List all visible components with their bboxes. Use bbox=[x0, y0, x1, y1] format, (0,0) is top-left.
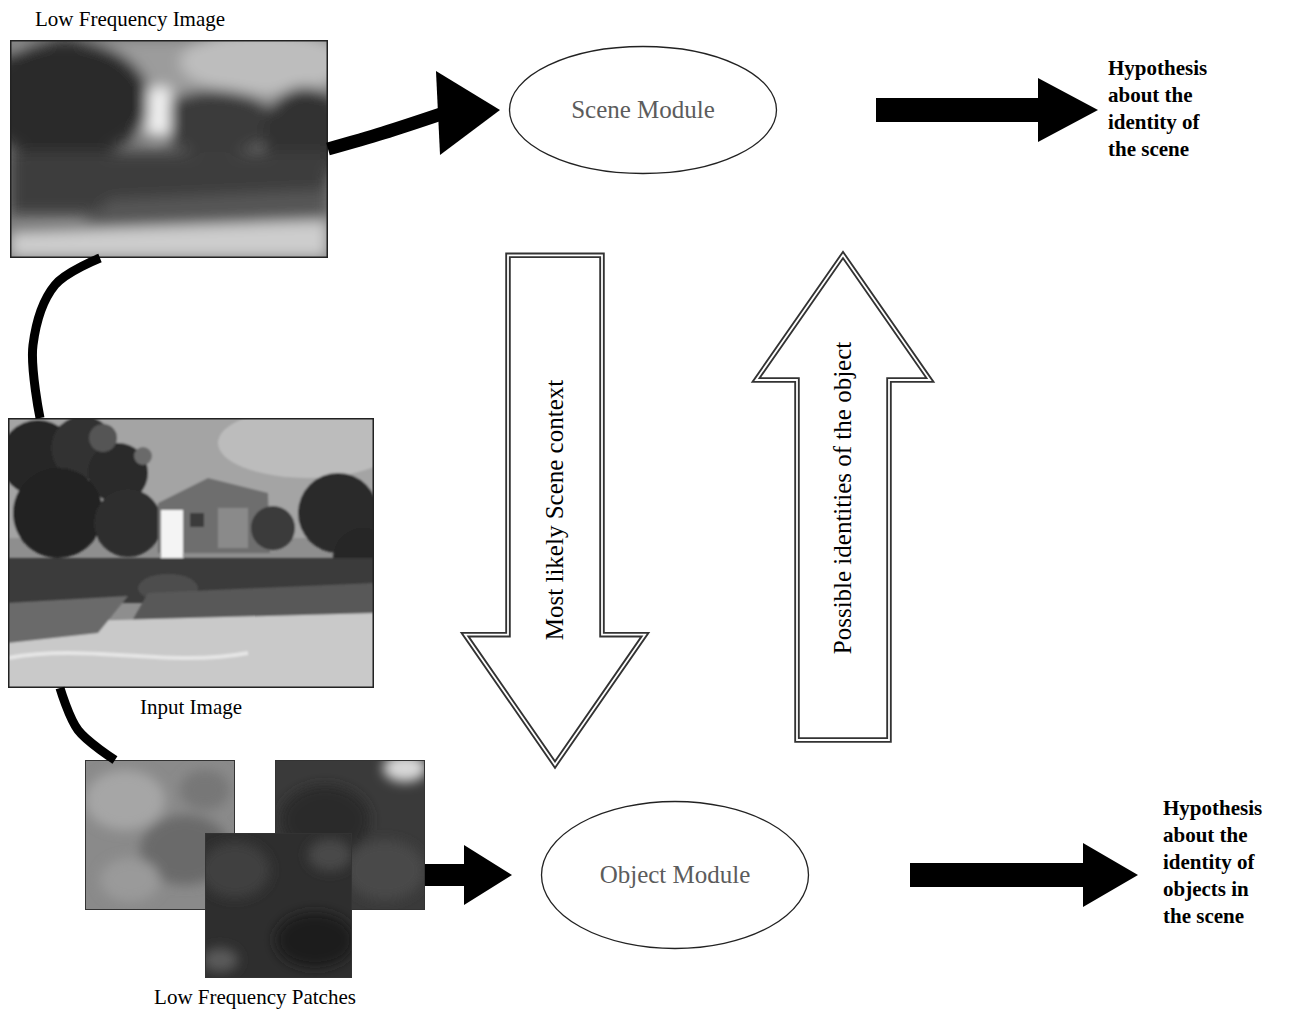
connector-curve bbox=[32, 258, 100, 418]
connector bbox=[756, 255, 930, 740]
photo-detail bbox=[251, 506, 295, 550]
input-photo bbox=[8, 418, 374, 688]
photo-detail bbox=[206, 834, 352, 978]
photo-detail bbox=[161, 510, 183, 565]
photo-detail bbox=[180, 40, 328, 94]
photo-detail bbox=[308, 839, 352, 871]
module-ellipse: Object Module bbox=[540, 800, 810, 950]
low-frequency-photo bbox=[10, 40, 328, 258]
photo-detail bbox=[89, 424, 117, 452]
connector-line bbox=[328, 113, 444, 149]
arrow-head bbox=[436, 71, 500, 155]
connector bbox=[910, 843, 1138, 907]
image-node: Input Image bbox=[8, 418, 374, 688]
hollow-arrow bbox=[465, 255, 645, 764]
image-node: Low Frequency Patches bbox=[85, 760, 425, 978]
connector bbox=[328, 71, 500, 155]
photo-detail bbox=[85, 770, 165, 830]
ellipse-shape bbox=[510, 47, 777, 174]
arrow-label: Possible identities of the object bbox=[829, 339, 857, 655]
photo-detail bbox=[190, 513, 204, 527]
low-frequency-patches bbox=[85, 760, 425, 978]
photo-detail bbox=[8, 418, 374, 688]
connector bbox=[60, 688, 115, 760]
photo-detail bbox=[134, 447, 152, 465]
image-node: Low Frequency Image bbox=[10, 40, 328, 258]
output-text: Hypothesis about the identity of the sce… bbox=[1108, 55, 1224, 163]
hollow-arrow-inner bbox=[465, 255, 645, 764]
block-arrow bbox=[425, 845, 512, 905]
photo-detail bbox=[205, 948, 238, 972]
hollow-arrow-inner bbox=[756, 255, 930, 740]
module-name: Scene Module bbox=[571, 96, 715, 124]
photo-detail bbox=[205, 842, 270, 898]
module-name: Object Module bbox=[600, 861, 751, 889]
module-ellipse: Scene Module bbox=[508, 45, 778, 175]
connector bbox=[32, 258, 100, 418]
block-arrow bbox=[910, 843, 1138, 907]
photo-detail bbox=[345, 840, 425, 900]
photo-detail bbox=[205, 833, 352, 978]
hypothesis-text: Hypothesis about the identity of the sce… bbox=[1108, 55, 1224, 163]
ellipse-shape bbox=[542, 802, 809, 949]
image-caption: Low Frequency Image bbox=[35, 7, 225, 32]
hollow-arrow bbox=[756, 255, 930, 740]
connector bbox=[425, 845, 512, 905]
photo-detail bbox=[148, 88, 170, 136]
hypothesis-text: Hypothesis about the identity of objects… bbox=[1163, 795, 1279, 930]
photo-detail bbox=[275, 912, 352, 968]
photo-detail bbox=[10, 40, 328, 258]
arrow-label: Most likely Scene context bbox=[541, 378, 569, 642]
photo-detail bbox=[13, 468, 103, 558]
output-text: Hypothesis about the identity of objects… bbox=[1163, 795, 1279, 930]
image-caption: Input Image bbox=[140, 695, 242, 720]
connector bbox=[876, 78, 1098, 142]
photo-detail bbox=[100, 858, 160, 902]
photo-detail bbox=[205, 839, 352, 972]
photo-detail bbox=[11, 41, 328, 258]
photo-detail bbox=[155, 90, 275, 154]
photo-detail bbox=[180, 770, 230, 810]
photo-detail bbox=[9, 419, 374, 688]
photo-detail bbox=[383, 760, 425, 782]
connector-curve bbox=[60, 688, 115, 760]
photo-detail bbox=[94, 489, 162, 557]
photo-detail bbox=[8, 653, 248, 658]
block-arrow bbox=[876, 78, 1098, 142]
photo-detail bbox=[218, 508, 248, 548]
image-caption: Low Frequency Patches bbox=[154, 985, 356, 1010]
photo-detail bbox=[10, 40, 150, 160]
connector bbox=[465, 255, 645, 764]
photo-detail bbox=[8, 596, 128, 643]
photo-detail bbox=[10, 220, 328, 258]
photo-detail bbox=[218, 418, 374, 478]
